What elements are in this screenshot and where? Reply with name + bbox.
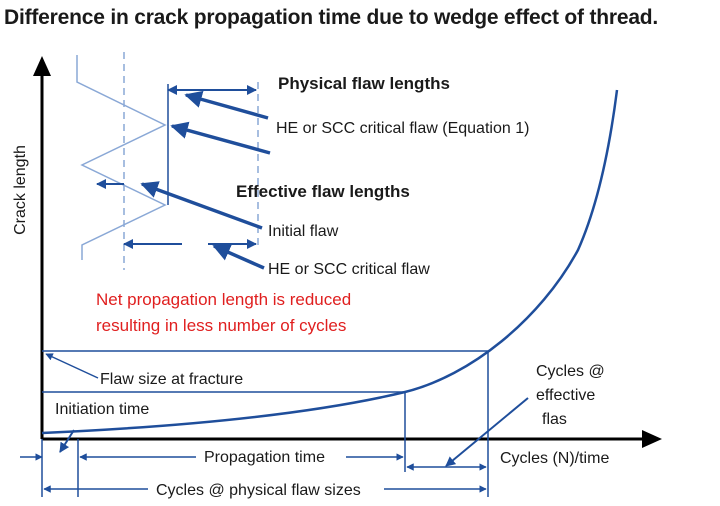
flaw-size-fracture-label: Flaw size at fracture — [100, 371, 243, 388]
x-axis-label: Cycles (N)/time — [500, 450, 609, 467]
initiation-time-label: Initiation time — [55, 401, 149, 418]
y-axis-arrowhead — [33, 56, 51, 76]
net-propagation-note-line1: Net propagation length is reduced — [96, 290, 351, 309]
pointer-physical-1 — [184, 90, 269, 120]
thread-profile — [76, 55, 167, 260]
he-scc-critical-eq1-label: HE or SCC critical flaw (Equation 1) — [276, 120, 529, 137]
pointer-fracture-size — [45, 353, 99, 379]
cycles-physical-label: Cycles @ physical flaw sizes — [156, 482, 361, 499]
pointer-effective-cycles — [445, 397, 529, 467]
effective-flaw-lengths-label: Effective flaw lengths — [236, 182, 410, 201]
x-axis-arrowhead — [642, 430, 662, 448]
diagram-title: Difference in crack propagation time due… — [4, 6, 658, 29]
pointer-physical-2 — [170, 121, 271, 155]
pointer-initiation — [59, 429, 75, 453]
crack-growth-curve — [41, 89, 619, 435]
net-propagation-note-line2: resulting in less number of cycles — [96, 316, 346, 335]
pointer-critical-flaw — [212, 244, 265, 270]
y-axis-label: Crack length — [12, 145, 29, 235]
he-scc-critical-label: HE or SCC critical flaw — [268, 261, 430, 278]
cycles-effective-label-line3: flas — [542, 411, 567, 428]
cycles-effective-label-line2: effective — [536, 387, 595, 404]
propagation-time-label: Propagation time — [204, 449, 325, 466]
initial-flaw-label: Initial flaw — [268, 223, 339, 240]
physical-flaw-lengths-label: Physical flaw lengths — [278, 74, 450, 93]
pointer-initial-flaw — [140, 181, 263, 230]
cycles-effective-label-line1: Cycles @ — [536, 363, 605, 380]
